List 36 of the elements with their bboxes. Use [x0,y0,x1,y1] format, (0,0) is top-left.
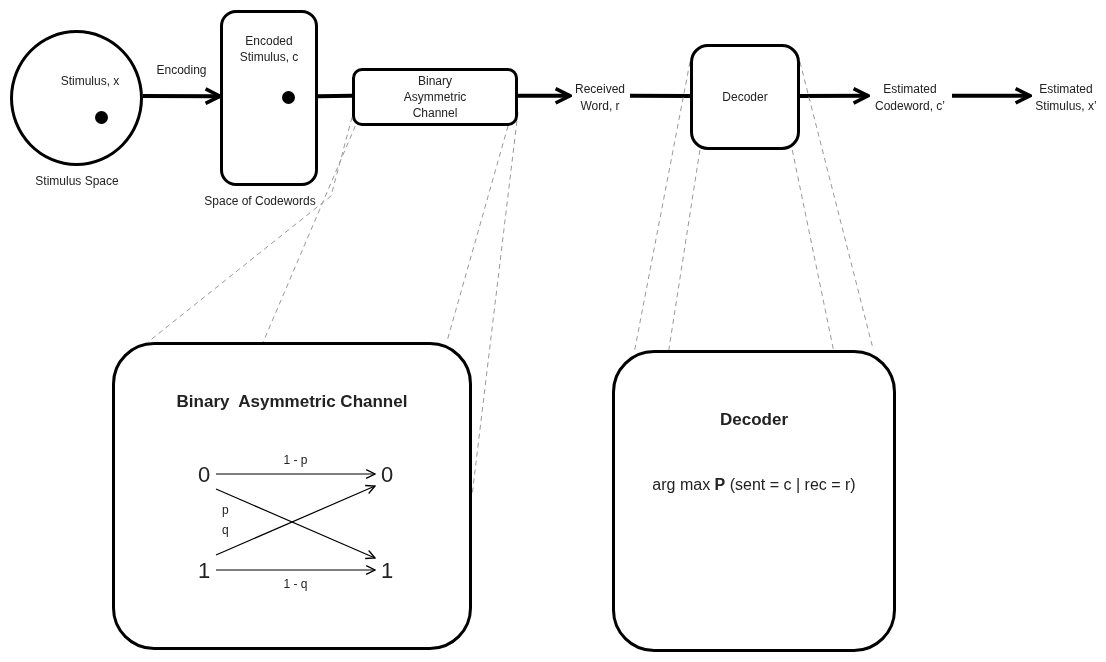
node-label: Received Word, r [570,70,630,126]
dashed-zoom-line [634,61,691,351]
arrow [518,86,572,105]
rounded-box [352,68,518,126]
dashed-zoom-line [791,149,834,351]
node-text: Binary Asymmetric Channel [402,73,468,121]
bit-label: 1 [375,555,399,585]
arrow [215,468,376,480]
edge-label: 1 - q [281,577,310,591]
panel-title: Decoder [719,409,789,431]
node-text: Stimulus, x [59,73,121,89]
connector-line [630,93,690,98]
rounded-box [690,44,800,150]
node-label: Space of Codewords [203,194,317,208]
arrow [952,86,1032,105]
circle-node [10,30,143,166]
panel-title: Binary Asymmetric Channel [175,391,409,413]
panel-box [612,350,896,652]
bit-label: 1 [192,555,216,585]
dashed-zoom-line [668,149,701,351]
bit-label: 0 [375,459,399,489]
arrow [800,86,870,105]
rounded-box [220,10,318,186]
connector-line [317,93,353,99]
node-text: Encoded Stimulus, c [238,33,300,65]
edge-label: 1 - p [281,453,310,467]
node-label: Stimulus Space [34,174,120,188]
formula-text: arg max P (sent = c | rec = r) [651,475,857,495]
dashed-zoom-line [262,125,356,343]
bit-label: 0 [192,459,216,489]
arrow [143,87,222,106]
node-label: Estimated Stimulus, x’ [1030,70,1102,126]
node-label: Estimated Codeword, c’ [868,70,952,126]
edge-label: Encoding [154,63,209,78]
node-text: Decoder [721,89,769,105]
arrow [215,564,376,576]
